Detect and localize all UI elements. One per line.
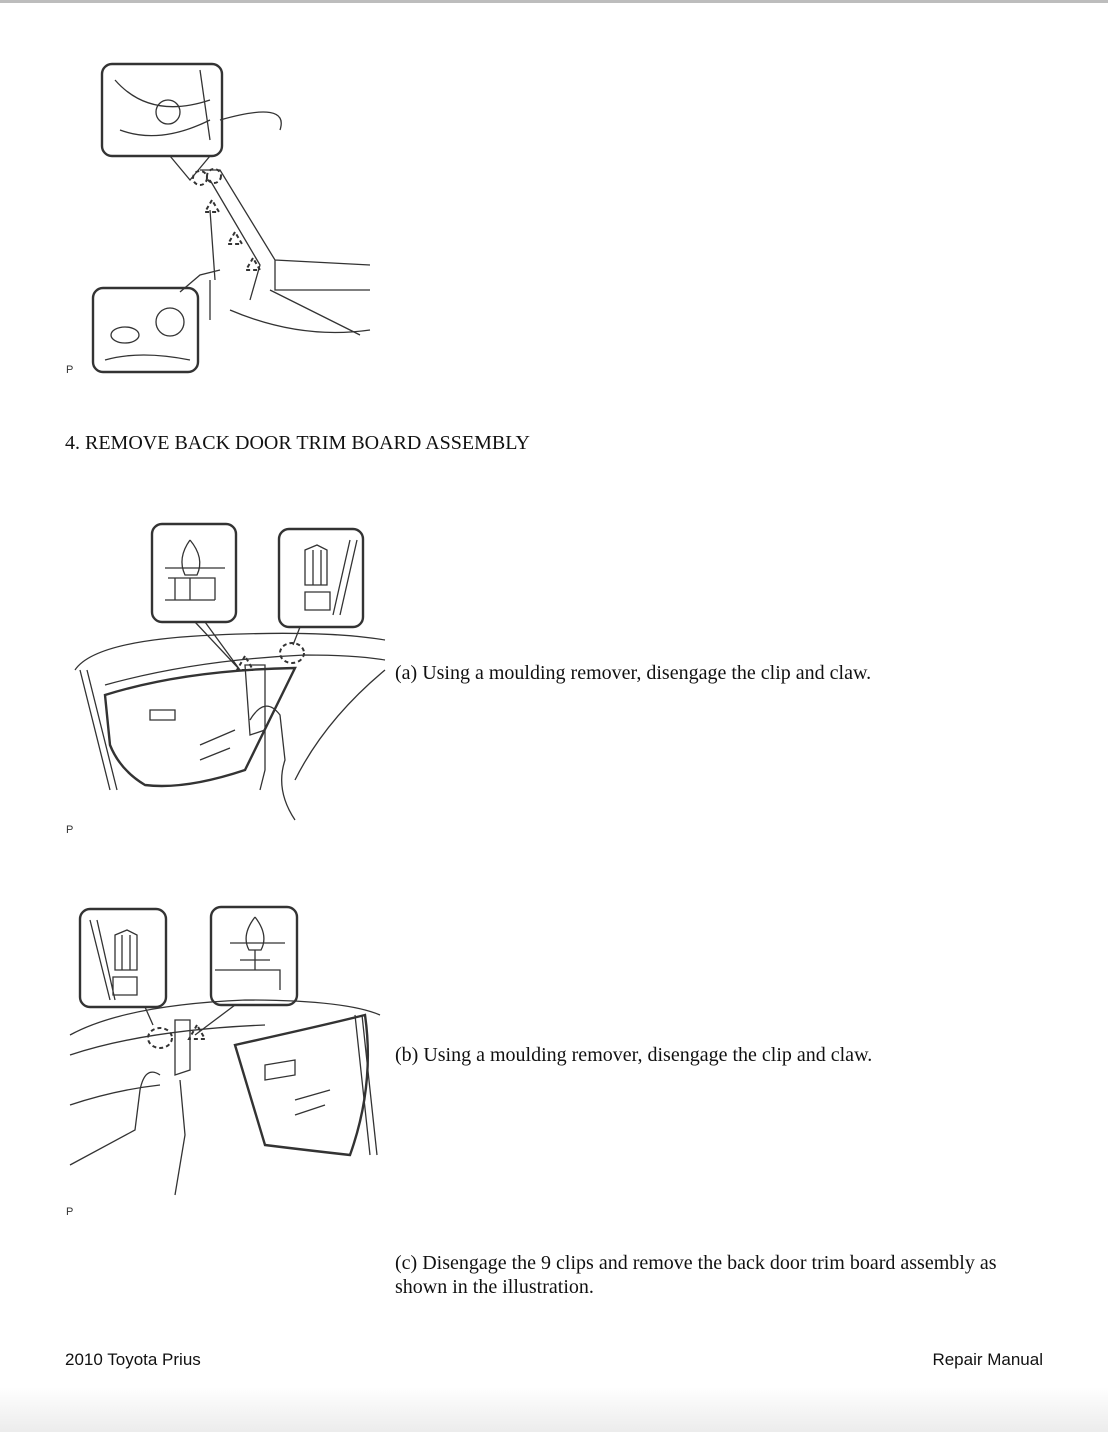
- step-b-text: (b) Using a moulding remover, disengage …: [395, 1044, 873, 1066]
- figure-label: P: [66, 364, 74, 376]
- figure-label: P: [66, 824, 74, 836]
- step-a-text: (a) Using a moulding remover, disengage …: [395, 662, 872, 684]
- illustration-trim-board-left-clip: [74, 522, 386, 821]
- section-heading: 4. REMOVE BACK DOOR TRIM BOARD ASSEMBLY: [65, 432, 530, 454]
- footer-left: 2010 Toyota Prius: [65, 1350, 201, 1369]
- step-c-text: (c) Disengage the 9 clips and remove the…: [395, 1252, 997, 1298]
- illustration-trim-board-right-clip: [69, 905, 381, 1196]
- illustration-pillar-trim: [91, 62, 371, 374]
- page-bottom-shadow: [0, 1387, 1108, 1432]
- footer-right: Repair Manual: [932, 1350, 1043, 1369]
- page-top-border: [0, 0, 1108, 3]
- figure-label: P: [66, 1206, 74, 1218]
